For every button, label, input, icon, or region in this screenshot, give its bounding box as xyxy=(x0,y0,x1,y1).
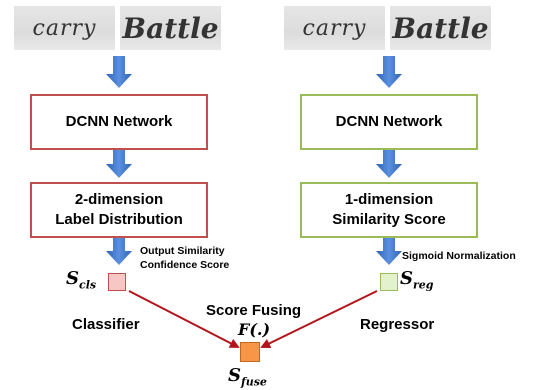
regressor-label: Regressor xyxy=(360,316,435,333)
left-dcnn-network-label: DCNN Network xyxy=(65,113,173,130)
left-word-image-carry: carry xyxy=(14,6,115,50)
left-label-distribution-box: 2-dimension Label Distribution xyxy=(30,182,208,238)
left-box2-line1: 2-dimension xyxy=(74,191,164,208)
cls-score-label: Scls xyxy=(66,268,97,292)
right-similarity-score-box: 1-dimension Similarity Score xyxy=(300,182,478,238)
left-arrow-2 xyxy=(106,148,132,178)
cls-score-square xyxy=(108,273,126,291)
left-box2-line2: Label Distribution xyxy=(55,211,183,228)
right-sigmoid-note: Sigmoid Normalization xyxy=(402,250,516,262)
left-arrow-3 xyxy=(106,237,132,265)
left-dcnn-network-box: DCNN Network xyxy=(30,94,208,150)
right-box2-line2: Similarity Score xyxy=(332,211,446,228)
score-fusing-title: Score Fusing xyxy=(206,302,302,319)
fusion-function: F(.) xyxy=(238,320,271,339)
right-arrow-1 xyxy=(376,56,402,88)
fuse-score-label: Sfuse xyxy=(228,365,267,389)
right-arrow-3 xyxy=(376,237,402,265)
right-word-image-battle: Battle xyxy=(390,6,491,50)
reg-score-square xyxy=(380,273,398,291)
fuse-arrow-left xyxy=(128,290,240,348)
fuse-arrow-right xyxy=(260,290,378,348)
reg-score-label: Sreg xyxy=(400,268,434,292)
right-arrow-2 xyxy=(376,148,402,178)
right-dcnn-network-label: DCNN Network xyxy=(335,113,443,130)
left-arrow-1 xyxy=(106,56,132,88)
fuse-score-square xyxy=(240,342,260,362)
right-word-image-carry: carry xyxy=(284,6,385,50)
left-output-note: Output Similarity Confidence Score xyxy=(140,244,229,272)
right-dcnn-network-box: DCNN Network xyxy=(300,94,478,150)
left-note-line1: Output Similarity xyxy=(140,245,225,257)
left-note-line2: Confidence Score xyxy=(140,259,230,271)
left-word-image-battle: Battle xyxy=(120,6,221,50)
right-box2-line1: 1-dimension xyxy=(344,191,434,208)
classifier-label: Classifier xyxy=(72,316,140,333)
